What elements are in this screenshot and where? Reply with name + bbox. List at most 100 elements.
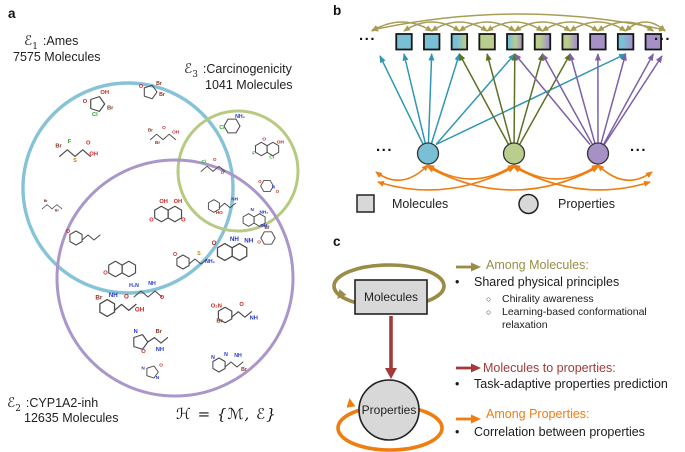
atom-label: O: [149, 218, 154, 224]
venn-circle-cyp1a2: [55, 158, 295, 398]
bullet-text: Shared physical principles: [474, 275, 620, 289]
molecule-node: [506, 33, 524, 51]
property-to-molecule-arrow: [402, 53, 427, 145]
property-to-molecule-arrow: [427, 53, 435, 145]
bullet-glyph: •: [455, 425, 460, 439]
atom-label: S: [197, 251, 201, 257]
property-to-molecule-arrow: [435, 53, 627, 146]
venn-diagram: [21, 81, 300, 398]
atom-label: NH: [109, 292, 119, 299]
atom-label: Br: [156, 329, 163, 335]
atom-label: O: [257, 239, 261, 244]
atom-label: O: [239, 302, 244, 308]
atom-label: OH: [277, 139, 285, 145]
property-to-molecule-arrow: [485, 53, 513, 145]
property-to-molecule-arrow: [458, 53, 510, 145]
atom-label: O₂N: [211, 303, 222, 309]
atom-label: S: [73, 158, 77, 164]
molecules-to-properties-legend-arrowhead: [471, 363, 481, 373]
property-to-molecule-arrow: [541, 53, 594, 145]
atom-label: N: [141, 365, 145, 370]
atom-label: NH: [234, 353, 242, 359]
ellipsis-mid-right: ...: [630, 138, 648, 155]
among-properties-arc: [377, 166, 515, 191]
atom-label: Cl: [269, 155, 275, 161]
venn-circle-ames: [21, 81, 235, 295]
atom-label: Br: [95, 295, 103, 302]
atom-label: H₂N: [129, 283, 139, 289]
atom-label: Br: [241, 367, 247, 373]
molecule-node: [478, 33, 496, 51]
legend-molecules-label: Molecules: [392, 197, 449, 211]
atom-label: O: [103, 271, 108, 277]
property-to-molecule-arrow: [518, 53, 571, 145]
properties-node-label: Properties: [361, 403, 417, 417]
molecules-to-properties-arrowhead: [385, 368, 397, 379]
properties-node-circle: [358, 379, 420, 441]
atom-label: O: [124, 293, 129, 300]
atom-label: O: [66, 229, 70, 235]
molecules-to-properties-heading: Molecules to properties:: [483, 361, 616, 375]
molecule-structure: BrO: [257, 225, 276, 245]
among-properties-arc: [513, 164, 599, 180]
atom-label: Br: [155, 140, 160, 145]
property-to-molecule-arrow: [430, 53, 461, 145]
atom-label: OH: [135, 307, 145, 314]
panel-c-graphics: [332, 262, 481, 452]
among-molecules-loop-arrowhead: [337, 289, 347, 299]
panel-label-b: b: [333, 3, 342, 18]
molecule-structure: NON: [141, 363, 163, 381]
molecule-structure: O: [66, 229, 101, 246]
atom-label: NH: [230, 236, 240, 243]
molecule-structure: Br NH O OH: [95, 292, 145, 318]
panel-label-c: c: [333, 234, 341, 249]
atom-label: N: [211, 355, 215, 361]
atom-label: O: [213, 157, 217, 162]
sub-bullet-text: Learning-based conformational relaxation: [502, 306, 647, 332]
atom-label: Cl: [92, 112, 98, 118]
atom-label: O: [162, 125, 166, 130]
atom-label: Br: [148, 128, 153, 133]
set-label-carcinogenicity: ℰ3:Carcinogenicity: [184, 61, 292, 80]
subbullet-chirality: ○ Chirality awareness: [486, 293, 681, 306]
property-to-molecule-arrow: [569, 53, 596, 145]
venn-circle-carcinogenicity: [176, 109, 300, 233]
molecule-node: [533, 33, 552, 51]
set-label-cyp1a2: ℰ2:CYP1A2-inh: [7, 395, 98, 414]
set-count-carcinogenicity: 1041 Molecules: [205, 78, 293, 92]
set-subscript: 2: [15, 404, 21, 414]
property-to-molecule-arrow: [379, 55, 424, 145]
legend-molecule-square: [356, 194, 375, 213]
bullet-text: Task-adaptive properties prediction: [474, 377, 668, 391]
molecules-node-box: [354, 279, 428, 315]
molecule-node: [561, 33, 579, 51]
atom-label: O: [159, 363, 163, 368]
atom-label: Cl: [219, 125, 225, 131]
subbullet-conformational: ○ Learning-based conformational relaxati…: [486, 306, 668, 332]
atom-label: Br: [216, 319, 223, 325]
ellipsis-top-right: ...: [654, 27, 672, 44]
set-symbol: ℰ: [7, 395, 16, 411]
atom-label: O: [276, 189, 280, 194]
among-properties-legend-arrowhead: [471, 414, 481, 424]
atom-label: NH: [244, 237, 254, 244]
set-name: :Ames: [42, 34, 79, 48]
atom-label: HO: [216, 210, 223, 215]
molecule-structure: O: [103, 260, 137, 278]
among-properties-arc: [513, 166, 651, 191]
atom-label: Br: [107, 106, 114, 112]
atom-label: O: [83, 99, 88, 105]
atom-label: NH₂: [260, 210, 269, 215]
atom-label: O: [262, 136, 266, 142]
bullet-task-adaptive: • Task-adaptive properties prediction: [455, 377, 683, 391]
legend-property-circle: [518, 193, 539, 215]
